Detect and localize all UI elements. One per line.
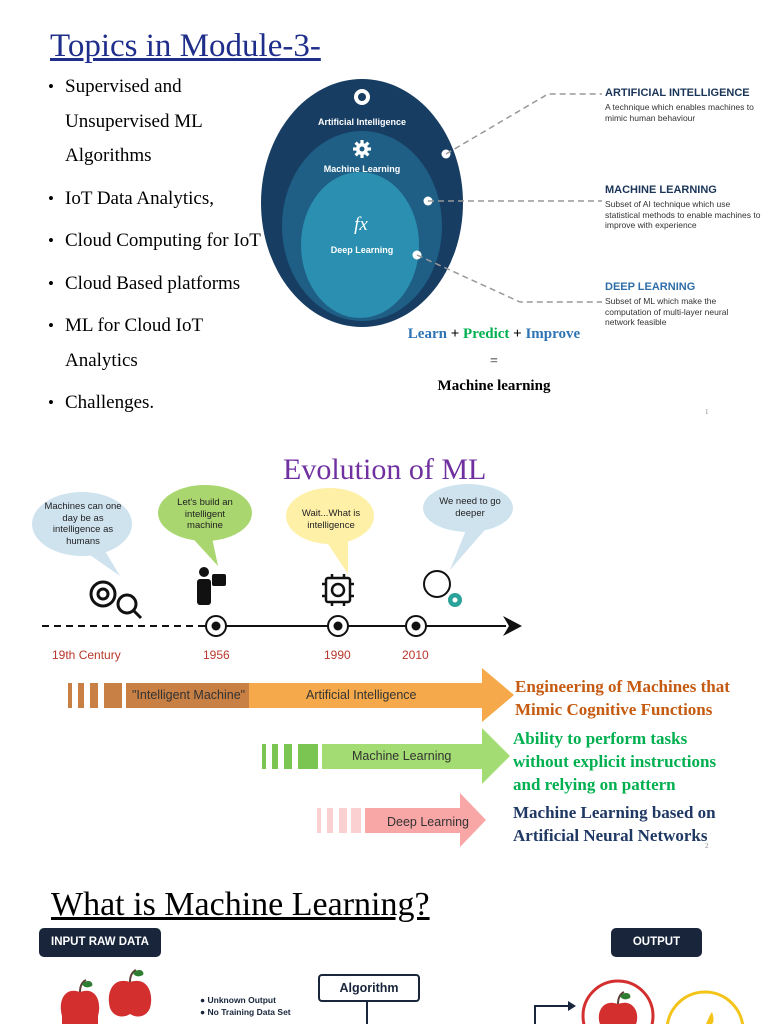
- brain-chip-icon: [322, 574, 354, 606]
- topic-item: Supervised and Unsupervised ML Algorithm…: [48, 70, 270, 174]
- ml-equation: Learn + Predict + Improve: [372, 326, 616, 343]
- dl-band: [317, 793, 486, 847]
- brain-gear-icon: [423, 570, 462, 607]
- topic-item: Challenges.: [48, 386, 270, 421]
- description-line: Ability to perform tasks: [513, 729, 688, 748]
- brain-chip-icon: [354, 89, 370, 105]
- ml-band: [262, 728, 510, 784]
- note-no-training: ● No Training Data Set: [200, 1007, 291, 1017]
- speech-bubble: [158, 485, 252, 566]
- legend-ml-text: Subset of AI technique which use statist…: [605, 199, 761, 230]
- timeline-marker: [405, 615, 427, 637]
- gears-magnifier-icon: [89, 580, 143, 620]
- description-line: Artificial Neural Networks: [513, 826, 708, 845]
- apple-icon: [108, 969, 152, 1017]
- output-circle-yellow: [665, 990, 745, 1024]
- timeline-marker: [327, 615, 349, 637]
- note-unknown-output: ● Unknown Output: [200, 995, 276, 1005]
- dl-ellipse: [301, 172, 419, 318]
- apple-icon: [598, 991, 638, 1024]
- ai-ellipse-label: Artificial Intelligence: [318, 117, 406, 127]
- eq-result: Machine learning: [437, 378, 551, 394]
- bubble-text: Let's build an intelligent machine: [177, 497, 233, 531]
- ai-description: Engineering of Machines that Mimic Cogni…: [515, 675, 730, 721]
- evolution-bands: [68, 668, 514, 847]
- bubble-text: We need to go deeper: [439, 496, 501, 519]
- timeline-label: 2010: [402, 648, 429, 662]
- topic-item: Cloud Based platforms: [48, 267, 270, 302]
- ai-band-sublabel: Artificial Intelligence: [306, 688, 417, 702]
- dl-connector: [416, 254, 602, 303]
- eq-learn: Learn: [407, 326, 447, 342]
- description-line: Mimic Cognitive Functions: [515, 700, 713, 719]
- description-line: Machine Learning based on: [513, 803, 716, 822]
- speech-bubble: [286, 488, 374, 574]
- legend-ai-heading: ARTIFICIAL INTELLIGENCE: [605, 87, 750, 99]
- apple-icon: [60, 979, 100, 1024]
- slide1-title: Topics in Module-3-: [50, 28, 321, 64]
- ai-connector: [445, 93, 602, 155]
- ml-process-graphic: [60, 969, 745, 1024]
- robot-person-icon: [197, 567, 226, 605]
- page-number: 2: [705, 842, 709, 850]
- ai-band-label: "Intelligent Machine": [132, 688, 246, 702]
- page-number: 1: [705, 408, 709, 416]
- eq-improve: Improve: [525, 326, 581, 342]
- eq-plus: +: [513, 326, 522, 342]
- function-icon: fx: [354, 214, 368, 235]
- gear-icon: [353, 140, 371, 158]
- output-arrowhead: [568, 1001, 576, 1011]
- eq-equals: =: [490, 354, 498, 369]
- speech-bubble: [32, 492, 132, 576]
- timeline-label: 19th Century: [52, 648, 121, 662]
- timeline-marker: [205, 615, 227, 637]
- legend-ai-text: A technique which enables machines to mi…: [605, 102, 754, 123]
- description-line: and relying on pattern: [513, 775, 676, 794]
- legend-dl-heading: DEEP LEARNING: [605, 281, 696, 293]
- ml-ellipse-label: Machine Learning: [324, 164, 401, 174]
- description-line: without explicit instructions: [513, 752, 717, 771]
- dl-ellipse-label: Deep Learning: [331, 245, 394, 255]
- ml-band-label: Machine Learning: [352, 749, 452, 763]
- ml-description: Ability to perform tasks without explici…: [513, 727, 716, 796]
- slide3-title: What is Machine Learning?: [51, 886, 430, 923]
- slide2-title: Evolution of ML: [283, 453, 487, 486]
- dl-band-label: Deep Learning: [387, 815, 470, 829]
- topic-item: IoT Data Analytics,: [48, 182, 270, 217]
- speech-bubble: [423, 484, 513, 570]
- legend-ml-heading: MACHINE LEARNING: [605, 184, 717, 196]
- topic-list: Supervised and Unsupervised ML Algorithm…: [48, 70, 270, 429]
- input-raw-data-label: INPUT RAW DATA: [39, 928, 161, 957]
- topic-item: Cloud Computing for IoT: [48, 224, 270, 259]
- output-label: OUTPUT: [611, 928, 702, 957]
- topic-item: ML for Cloud IoT Analytics: [48, 309, 270, 378]
- timeline-label: 1990: [324, 648, 351, 662]
- bubble-text: Wait...What is intelligence: [301, 508, 361, 531]
- dl-description: Machine Learning based on Artificial Neu…: [513, 801, 716, 847]
- banana-icon: [706, 1012, 714, 1024]
- eq-predict: Predict: [463, 326, 510, 342]
- bubble-text: Machines can one day be as intelligence …: [44, 501, 122, 547]
- note-text: No Training Data Set: [207, 1007, 291, 1017]
- timeline-graphic: [32, 484, 522, 637]
- output-arrow: [534, 1005, 568, 1024]
- timeline-arrowhead: [503, 616, 522, 636]
- timeline-label: 1956: [203, 648, 230, 662]
- eq-plus: +: [450, 326, 460, 342]
- note-text: Unknown Output: [207, 995, 276, 1005]
- ai-ml-dl-diagram: Artificial Intelligence Machine Learning…: [261, 79, 602, 327]
- algorithm-box: Algorithm: [318, 974, 420, 1002]
- ai-band: [68, 668, 514, 722]
- output-circle-red: [581, 979, 655, 1024]
- legend-dl-text: Subset of ML which make the computation …: [605, 296, 729, 327]
- description-line: Engineering of Machines that: [515, 677, 730, 696]
